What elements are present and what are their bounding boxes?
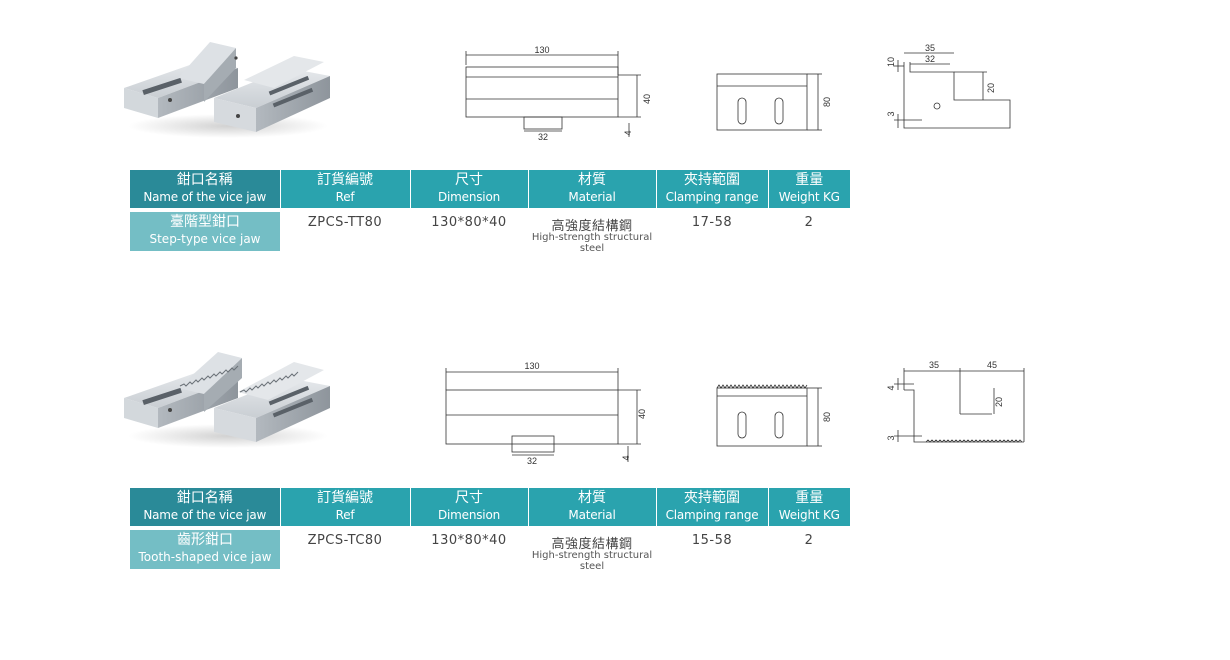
dim-width-outer: 35 bbox=[925, 43, 935, 53]
product-dimension: 130*80*40 bbox=[431, 215, 507, 230]
dim-offset: 4 bbox=[623, 130, 633, 135]
step-end-view-drawing: 80 bbox=[716, 73, 832, 131]
product-dimension: 130*80*40 bbox=[431, 533, 507, 548]
dim-length: 130 bbox=[524, 361, 539, 371]
dim-step: 20 bbox=[986, 83, 996, 93]
dim-height: 40 bbox=[637, 409, 645, 419]
product-weight: 2 bbox=[804, 533, 814, 548]
dim-slot: 32 bbox=[538, 132, 548, 142]
dim-bottom: 3 bbox=[886, 111, 896, 116]
tooth-end-view-drawing: 80 bbox=[716, 384, 832, 447]
product-clamping: 17-58 bbox=[691, 215, 733, 230]
tooth-profile-drawing: 35 45 4 20 3 bbox=[886, 360, 1025, 443]
dim-offset: 4 bbox=[621, 455, 631, 460]
dim-height: 40 bbox=[642, 94, 652, 104]
product-ref: ZPCS-TC80 bbox=[307, 533, 383, 548]
dim-top: 4 bbox=[886, 385, 896, 390]
step-profile-drawing: 35 32 10 20 3 bbox=[886, 43, 1011, 129]
step-side-view-drawing: 130 40 32 4 bbox=[465, 45, 652, 142]
dim-width-right: 45 bbox=[987, 360, 997, 370]
dim-bottom: 3 bbox=[886, 435, 896, 440]
dim-end-height: 80 bbox=[822, 97, 832, 107]
dim-width-left: 35 bbox=[929, 360, 939, 370]
tooth-side-view-drawing: 130 40 32 4 bbox=[445, 361, 645, 466]
product-weight: 2 bbox=[804, 215, 814, 230]
tooth-jaw-photo bbox=[124, 352, 330, 448]
dim-step: 20 bbox=[994, 397, 1004, 407]
dim-top: 10 bbox=[886, 57, 896, 67]
step-jaw-photo bbox=[124, 42, 330, 138]
dim-slot: 32 bbox=[527, 456, 537, 466]
product-section-tooth: 130 40 32 4 80 35 45 4 20 bbox=[0, 318, 1230, 618]
product-section-step: 130 40 32 4 80 35 32 10 20 3 bbox=[0, 0, 1230, 300]
product-ref: ZPCS-TT80 bbox=[307, 215, 383, 230]
dim-end-height: 80 bbox=[822, 412, 832, 422]
dim-length: 130 bbox=[534, 45, 549, 55]
product-clamping: 15-58 bbox=[691, 533, 733, 548]
dim-width-inner: 32 bbox=[925, 54, 935, 64]
